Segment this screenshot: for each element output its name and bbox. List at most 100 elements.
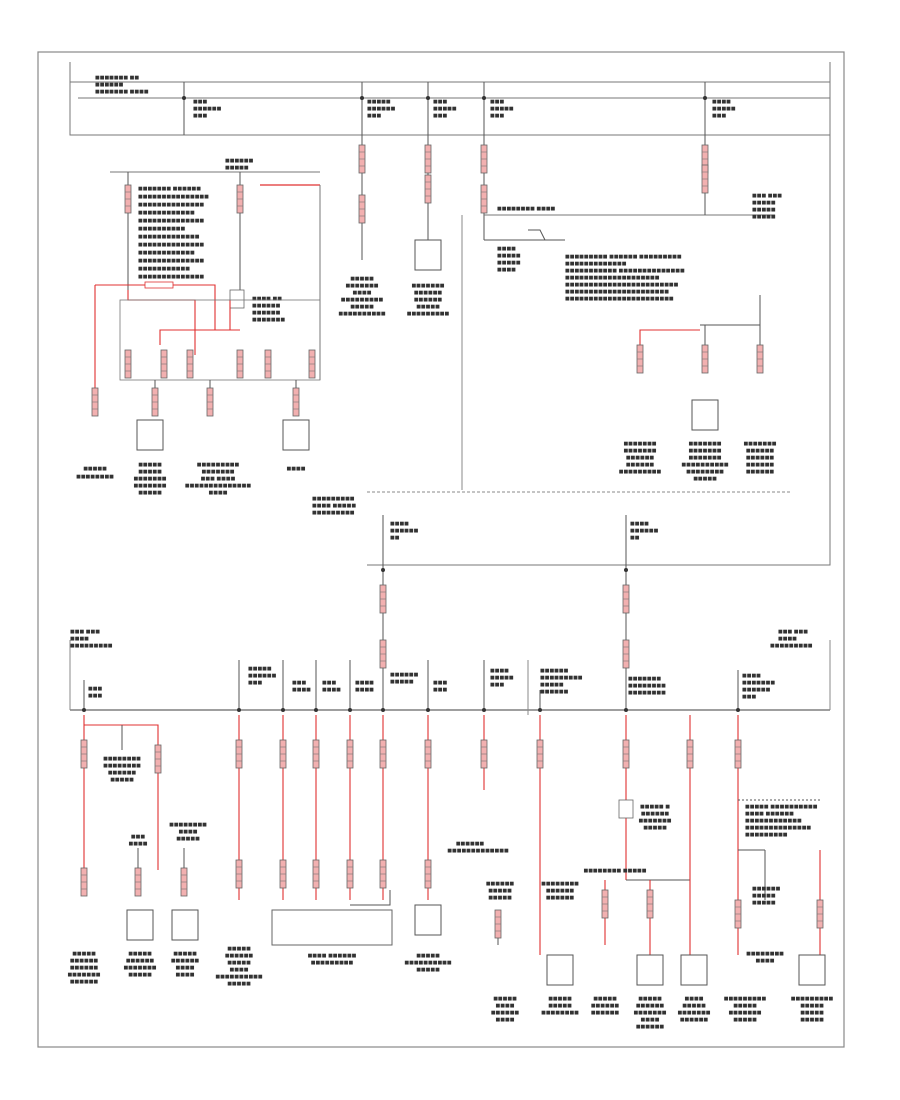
- svg-text:■■: ■■: [630, 535, 640, 541]
- svg-text:■■■■: ■■■■: [176, 965, 195, 971]
- top-fuse-labels: ■■■■■■■ ■■ ■■■■■■ ■■■■■■■ ■■■■ ■■■■■■■■■…: [95, 75, 736, 119]
- svg-text:■■■: ■■■: [490, 682, 504, 688]
- svg-text:■■■■■■■■■■■■: ■■■■■■■■■■■■: [138, 250, 195, 256]
- svg-text:■■■■■■■■■■■■■■■: ■■■■■■■■■■■■■■■: [138, 194, 209, 200]
- svg-text:■■■: ■■■: [433, 99, 447, 105]
- svg-text:■■■■: ■■■■: [496, 1003, 515, 1009]
- svg-text:■■■■■■: ■■■■■■: [171, 958, 200, 964]
- svg-text:■■■■■■■: ■■■■■■■: [743, 441, 776, 447]
- svg-text:■■■■: ■■■■: [322, 687, 341, 693]
- svg-text:■■■: ■■■: [131, 834, 145, 840]
- svg-text:■■■■■■■■■■: ■■■■■■■■■■: [404, 960, 452, 966]
- svg-text:■■■: ■■■: [433, 680, 447, 686]
- svg-text:■■■■■■■■■■■■: ■■■■■■■■■■■■: [745, 818, 802, 824]
- svg-text:■■■■■■■■■: ■■■■■■■■■: [770, 643, 813, 649]
- svg-text:■■■: ■■■: [322, 680, 336, 686]
- svg-text:■■■■■■: ■■■■■■: [742, 687, 771, 693]
- svg-text:■■■■■■: ■■■■■■: [70, 958, 99, 964]
- svg-text:■■■■■■■■ ■■■■■: ■■■■■■■■ ■■■■■: [583, 868, 646, 874]
- svg-text:■■■■■■: ■■■■■■: [591, 1003, 620, 1009]
- svg-text:■■■■■■: ■■■■■■: [70, 965, 99, 971]
- svg-text:■■■■■: ■■■■■: [548, 996, 572, 1002]
- svg-text:■■■■■■■■: ■■■■■■■■: [541, 1010, 579, 1016]
- svg-text:■■■■■■■: ■■■■■■■: [123, 965, 156, 971]
- svg-text:■■■■■: ■■■■■: [733, 1003, 757, 1009]
- svg-text:■■■■: ■■■■: [490, 668, 509, 674]
- svg-text:■■■■■: ■■■■■: [227, 981, 251, 987]
- svg-text:■■■■■■: ■■■■■■: [546, 895, 575, 901]
- svg-text:■■■■■■■: ■■■■■■■: [728, 1010, 761, 1016]
- svg-text:■■■■■: ■■■■■: [488, 888, 512, 894]
- svg-text:■■■■■■■: ■■■■■■■: [688, 441, 721, 447]
- svg-text:■■■■■■: ■■■■■■: [70, 979, 99, 985]
- svg-text:■■■■■■■: ■■■■■■■: [623, 441, 656, 447]
- bus-feeders: [379, 515, 630, 710]
- svg-text:■■■■■: ■■■■■: [138, 490, 162, 496]
- svg-text:■■: ■■: [390, 535, 400, 541]
- svg-text:■■■■■■■■■ ■■■■■■ ■■■■■■■■■: ■■■■■■■■■ ■■■■■■ ■■■■■■■■■: [565, 254, 682, 260]
- svg-text:■■■■■■■■■■■■■■: ■■■■■■■■■■■■■■: [138, 258, 204, 264]
- svg-text:■■■■■■■■■■■■■: ■■■■■■■■■■■■■: [565, 261, 627, 267]
- svg-text:■■■■■: ■■■■■: [540, 682, 564, 688]
- svg-text:■■■■■■■: ■■■■■■■: [411, 283, 444, 289]
- svg-text:■■■■■■■■■: ■■■■■■■■■: [197, 462, 240, 468]
- svg-text:■■■■■■■■: ■■■■■■■■: [628, 690, 666, 696]
- svg-text:■■■: ■■■: [88, 693, 102, 699]
- svg-text:■■■■: ■■■■: [230, 967, 249, 973]
- svg-text:■■■■■ ■■■■■■■■■■: ■■■■■ ■■■■■■■■■■: [745, 804, 818, 810]
- svg-text:■■■■■■■■■■: ■■■■■■■■■■: [338, 311, 386, 317]
- svg-text:■■■: ■■■: [712, 113, 726, 119]
- svg-text:■■■■■■■■: ■■■■■■■■: [746, 951, 784, 957]
- lower-branches: ■■■■■■■■■■■■■■■■■■■■■■■■■■■ ■■■■■■■ ■■■■…: [67, 715, 834, 1030]
- svg-text:■■■■: ■■■■: [496, 1017, 515, 1023]
- svg-text:■■■■■■■■■: ■■■■■■■■■: [70, 643, 113, 649]
- svg-text:■■■■■■: ■■■■■■: [248, 673, 277, 679]
- svg-text:■■■■■: ■■■■■: [497, 253, 521, 259]
- svg-text:■■■■■: ■■■■■: [350, 304, 374, 310]
- svg-text:■■■■■: ■■■■■: [752, 214, 776, 220]
- svg-text:■■■■: ■■■■: [179, 829, 198, 835]
- svg-text:■■■■■■■■■: ■■■■■■■■■: [791, 996, 834, 1002]
- svg-text:■■■■■■■ ■■■■: ■■■■■■■ ■■■■: [95, 89, 149, 95]
- svg-text:■■■■ ■■■■■■: ■■■■ ■■■■■■: [745, 811, 794, 817]
- svg-text:■■■■■■■: ■■■■■■■: [345, 283, 378, 289]
- svg-text:■■■■■■: ■■■■■■: [752, 886, 781, 892]
- svg-text:■■■■ ■■■■■■: ■■■■ ■■■■■■: [308, 953, 357, 959]
- svg-text:■■■ ■■■: ■■■ ■■■: [70, 629, 100, 635]
- svg-text:■■■■■: ■■■■■: [173, 951, 197, 957]
- svg-text:■■■■■■: ■■■■■■: [225, 953, 254, 959]
- svg-text:■■■■■: ■■■■■: [752, 207, 776, 213]
- svg-text:■■■■: ■■■■: [497, 267, 516, 273]
- svg-text:■■■■: ■■■■: [390, 521, 409, 527]
- svg-text:■■■■■■: ■■■■■■: [546, 888, 575, 894]
- svg-text:■■■■■■■: ■■■■■■■: [742, 680, 775, 686]
- svg-text:■■■■■■■: ■■■■■■■: [252, 317, 285, 323]
- svg-text:■■■■■■: ■■■■■■: [636, 1024, 665, 1030]
- svg-text:■■■■■■■■■■■■■: ■■■■■■■■■■■■■: [447, 848, 509, 854]
- svg-text:■■■■■: ■■■■■: [390, 679, 414, 685]
- svg-text:■■■■■■: ■■■■■■: [456, 841, 485, 847]
- svg-text:■■■■■: ■■■■■: [682, 1003, 706, 1009]
- svg-text:■■■■■: ■■■■■: [350, 276, 374, 282]
- svg-text:■■■■■■: ■■■■■■: [252, 303, 281, 309]
- svg-text:■■■■■: ■■■■■: [367, 99, 391, 105]
- svg-text:■■■■■■: ■■■■■■: [225, 158, 254, 164]
- svg-text:■■■■■■: ■■■■■■: [95, 82, 124, 88]
- svg-text:■■■■■: ■■■■■: [643, 825, 667, 831]
- svg-text:■■■■■: ■■■■■: [248, 666, 272, 672]
- svg-text:■■■: ■■■: [193, 99, 207, 105]
- svg-text:■■■■■■■■ ■■■■: ■■■■■■■■ ■■■■: [497, 206, 556, 212]
- svg-text:■■■■■■■■■■■■■■: ■■■■■■■■■■■■■■: [138, 218, 204, 224]
- svg-text:■■■■■■■■■■■■■■■■■■■■■■■■: ■■■■■■■■■■■■■■■■■■■■■■■■: [565, 282, 679, 288]
- svg-text:■■■■■: ■■■■■: [225, 165, 249, 171]
- svg-text:■■■■■: ■■■■■: [752, 900, 776, 906]
- svg-text:■■■■■■: ■■■■■■: [414, 290, 443, 296]
- svg-text:■■■: ■■■: [248, 680, 262, 686]
- svg-text:■■■■■■■■■: ■■■■■■■■■: [311, 960, 354, 966]
- svg-text:■■■■■■■■■: ■■■■■■■■■: [341, 297, 384, 303]
- svg-text:■■■■■■■■■■■ ■■■■■■■■■■■■■■: ■■■■■■■■■■■ ■■■■■■■■■■■■■■: [565, 268, 685, 274]
- svg-text:■■■■■■: ■■■■■■: [636, 1003, 665, 1009]
- svg-text:■■■■■■■■■■■■■■■■■■■■■■: ■■■■■■■■■■■■■■■■■■■■■■: [565, 289, 669, 295]
- svg-text:■■■■ ■■■■■: ■■■■ ■■■■■: [312, 503, 356, 509]
- svg-text:■■■■■■■: ■■■■■■■: [633, 1010, 666, 1016]
